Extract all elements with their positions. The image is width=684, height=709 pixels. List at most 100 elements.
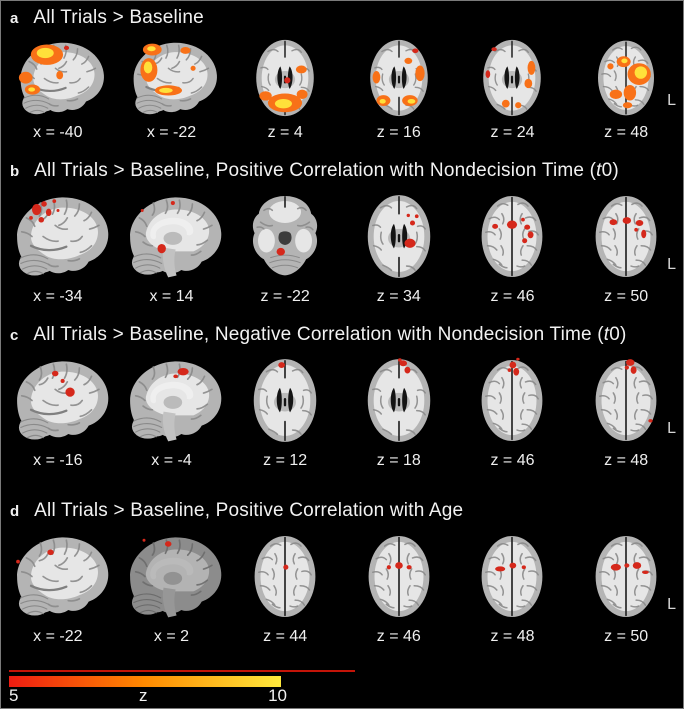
axial-slice-image bbox=[588, 190, 664, 283]
activation-overlay bbox=[607, 56, 652, 109]
slice-coordinate-label: z = 46 bbox=[490, 288, 535, 305]
brain-slice-row: L bbox=[1, 34, 683, 122]
colorbar-max: 10 bbox=[268, 686, 287, 705]
activation-overlay bbox=[278, 362, 286, 368]
brain-slice-d6 bbox=[569, 527, 683, 626]
colorbar-labels: 5 z 10 bbox=[9, 687, 287, 705]
panel-b-header: b All Trials > Baseline, Positive Correl… bbox=[1, 156, 683, 184]
brain-slice-b5 bbox=[456, 187, 570, 286]
panel-a: a All Trials > Baseline bbox=[1, 3, 683, 142]
brain-slice-a1 bbox=[1, 34, 115, 122]
activation-overlay bbox=[486, 47, 536, 109]
panel-letter: a bbox=[10, 10, 19, 27]
activation-overlay bbox=[283, 564, 289, 570]
brain-slice-c4 bbox=[342, 351, 456, 450]
slice-coordinate-label: z = 46 bbox=[376, 628, 421, 645]
panel-title: All Trials > Baseline, Negative Correlat… bbox=[33, 322, 626, 347]
sagittal-slice-image bbox=[18, 36, 109, 121]
axial-slice-image bbox=[247, 354, 323, 447]
slice-label-row: x = -34 x = 14 z = -22 z = 34 z = 46 z =… bbox=[1, 288, 683, 306]
axial-slice-image bbox=[588, 530, 664, 623]
panel-title: All Trials > Baseline bbox=[33, 5, 204, 30]
panel-title-text: All Trials > Baseline, Positive Correlat… bbox=[34, 500, 464, 521]
slice-coordinate-label: z = 18 bbox=[376, 452, 421, 469]
brain-slice-row: L bbox=[1, 187, 683, 286]
sagittal-slice-image bbox=[2, 190, 114, 283]
activation-overlay bbox=[51, 370, 75, 397]
activation-overlay bbox=[404, 213, 419, 248]
activation-overlay bbox=[276, 247, 286, 256]
slice-coordinate-label: x = -22 bbox=[146, 124, 197, 141]
brain-slice-a6 bbox=[569, 34, 683, 122]
activation-overlay bbox=[495, 562, 527, 572]
brain-slice-a5 bbox=[456, 34, 570, 122]
slice-label-row: x = -22 x = 2 z = 44 z = 46 z = 48 z = 5… bbox=[1, 628, 683, 646]
colorbar-stat-label: z bbox=[139, 686, 148, 705]
axial-slice-image bbox=[474, 190, 550, 283]
panel-letter: d bbox=[10, 503, 20, 520]
activation-overlay bbox=[609, 217, 647, 239]
activation-overlay bbox=[18, 44, 69, 95]
colorbar-gradient bbox=[9, 676, 281, 687]
brain-slice-c1 bbox=[1, 351, 115, 450]
panel-c-header: c All Trials > Baseline, Negative Correl… bbox=[1, 320, 683, 348]
brain-slice-c6 bbox=[569, 351, 683, 450]
slice-coordinate-label: z = 12 bbox=[263, 452, 308, 469]
slice-coordinate-label: x = -16 bbox=[33, 452, 83, 469]
slice-coordinate-label: z = 4 bbox=[267, 124, 303, 141]
slice-coordinate-label: z = 48 bbox=[604, 452, 649, 469]
slice-label-row: x = -40 x = -22 z = 4 z = 16 z = 24 z = … bbox=[1, 124, 683, 142]
slice-coordinate-label: z = 24 bbox=[490, 124, 535, 141]
colorbar-top-line bbox=[9, 670, 355, 672]
orientation-label: L bbox=[667, 420, 676, 437]
activation-overlay bbox=[397, 358, 411, 374]
panel-title: All Trials > Baseline, Positive Correlat… bbox=[34, 158, 619, 183]
activation-overlay bbox=[492, 217, 535, 244]
axial-slice-image bbox=[364, 35, 434, 121]
panel-title-text: All Trials > Baseline, Positive Correlat… bbox=[34, 160, 597, 181]
axial-slice-image bbox=[588, 359, 664, 447]
axial-slice-image bbox=[250, 35, 320, 121]
slice-coordinate-label: z = 16 bbox=[376, 124, 421, 141]
slice-coordinate-label: x = -4 bbox=[151, 452, 192, 469]
panel-title: All Trials > Baseline, Positive Correlat… bbox=[34, 498, 463, 523]
panel-b: b All Trials > Baseline, Positive Correl… bbox=[1, 156, 683, 306]
brain-slice-c5 bbox=[456, 351, 570, 450]
colorbar-legend: 5 z 10 bbox=[1, 670, 683, 708]
panel-title-suffix: 0) bbox=[609, 324, 627, 345]
activation-overlay bbox=[141, 200, 176, 254]
panel-letter: c bbox=[10, 327, 19, 344]
sagittal-slice-image bbox=[120, 36, 222, 121]
brain-slice-b6 bbox=[569, 187, 683, 286]
slice-coordinate-label: x = 14 bbox=[149, 288, 194, 305]
brain-slice-b4 bbox=[342, 187, 456, 286]
activation-overlay bbox=[28, 199, 60, 223]
panel-title-italic: t bbox=[596, 160, 602, 181]
brain-slice-a3 bbox=[228, 34, 342, 122]
brain-slice-c3 bbox=[228, 351, 342, 450]
slice-coordinate-label: x = -34 bbox=[33, 288, 83, 305]
slice-coordinate-label: z = 34 bbox=[376, 288, 421, 305]
brain-slice-d1 bbox=[1, 527, 115, 626]
axial-slice-image bbox=[474, 357, 550, 447]
panel-title-italic: t bbox=[603, 324, 610, 345]
slice-coordinate-label: z = 44 bbox=[263, 628, 308, 645]
brain-slice-b2 bbox=[115, 187, 229, 286]
brain-slice-a4 bbox=[342, 34, 456, 122]
orientation-label: L bbox=[667, 256, 676, 273]
panel-d: d All Trials > Baseline, Positive Correl… bbox=[1, 496, 683, 646]
colorbar-min: 5 bbox=[9, 686, 19, 705]
panel-title-text: All Trials > Baseline, Negative Correlat… bbox=[33, 324, 604, 345]
sagittal-slice-image bbox=[115, 354, 227, 447]
axial-slice-image bbox=[361, 190, 437, 283]
brain-slice-a2 bbox=[115, 34, 229, 122]
axial-slice-image bbox=[361, 358, 437, 447]
panel-d-header: d All Trials > Baseline, Positive Correl… bbox=[1, 496, 683, 524]
brain-slice-row: L bbox=[1, 351, 683, 450]
sagittal-slice-image bbox=[115, 190, 227, 283]
activation-overlay bbox=[259, 65, 308, 113]
slice-coordinate-label: z = -22 bbox=[260, 288, 310, 305]
brain-slice-d4 bbox=[342, 527, 456, 626]
slice-coordinate-label: z = 50 bbox=[604, 628, 649, 645]
